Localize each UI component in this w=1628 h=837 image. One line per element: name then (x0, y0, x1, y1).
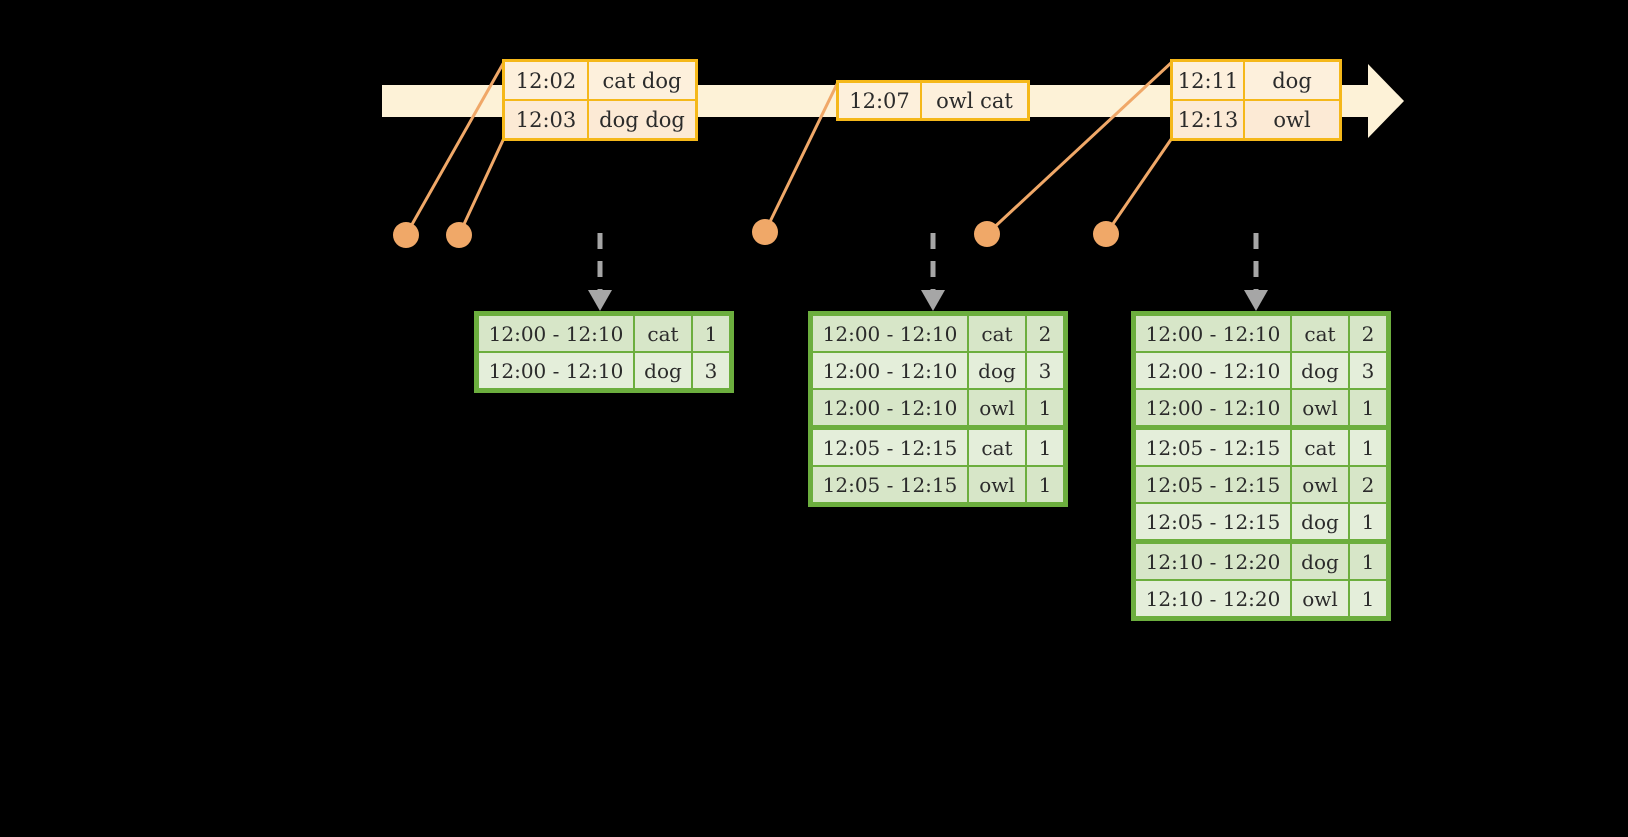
cell-key: cat (969, 430, 1025, 465)
cell-key: cat (1292, 316, 1348, 351)
event-payload: owl (1273, 107, 1311, 132)
cell-window: 12:00 - 12:10 (1136, 390, 1290, 425)
connector-dot-1 (393, 222, 419, 248)
cell-key: owl (1292, 581, 1348, 616)
window-group-separator (1135, 426, 1387, 429)
dashed-arrow-2 (921, 233, 945, 311)
cell-count: 3 (1350, 353, 1386, 388)
cell-key: dog (635, 353, 691, 388)
cell-window: 12:00 - 12:10 (479, 353, 633, 388)
event-row[interactable]: 12:13 owl (1173, 99, 1339, 138)
cell-window: 12:05 - 12:15 (1136, 504, 1290, 539)
cell-key: owl (1292, 467, 1348, 502)
cell-window: 12:00 - 12:10 (813, 353, 967, 388)
cell-count: 2 (1350, 316, 1386, 351)
cell-key: owl (969, 390, 1025, 425)
event-time: 12:03 (505, 101, 589, 138)
event-row[interactable]: 12:07 owl cat (839, 83, 1027, 118)
connector-dot-5 (1093, 221, 1119, 247)
event-time: 12:11 (1173, 62, 1245, 99)
cell-key: owl (969, 467, 1025, 502)
event-box-1[interactable]: 12:02 cat dog 12:03 dog dog (502, 59, 698, 141)
cell-key: owl (1292, 390, 1348, 425)
cell-count: 1 (1350, 581, 1386, 616)
cell-key: dog (969, 353, 1025, 388)
dashed-arrow-3 (1244, 233, 1268, 311)
cell-key: dog (1292, 353, 1348, 388)
event-time: 12:02 (505, 62, 589, 99)
window-group-separator (1135, 540, 1387, 543)
connector-dots (393, 219, 1119, 248)
event-row[interactable]: 12:02 cat dog (505, 62, 695, 99)
connector-dot-2 (446, 222, 472, 248)
event-payload: dog dog (599, 107, 685, 132)
cell-count: 3 (1027, 353, 1063, 388)
cell-count: 1 (1350, 390, 1386, 425)
cell-count: 1 (1350, 544, 1386, 579)
cell-count: 1 (1027, 390, 1063, 425)
cell-key: dog (1292, 544, 1348, 579)
cell-window: 12:05 - 12:15 (813, 467, 967, 502)
cell-window: 12:10 - 12:20 (1136, 544, 1290, 579)
cell-count: 1 (1350, 504, 1386, 539)
event-payload: dog (1272, 68, 1312, 93)
cell-window: 12:05 - 12:15 (813, 430, 967, 465)
cell-window: 12:05 - 12:15 (1136, 430, 1290, 465)
event-row[interactable]: 12:03 dog dog (505, 99, 695, 138)
cell-key: cat (1292, 430, 1348, 465)
cell-key: cat (969, 316, 1025, 351)
dashed-arrows (588, 233, 1268, 311)
cell-window: 12:05 - 12:15 (1136, 467, 1290, 502)
cell-count: 1 (1027, 430, 1063, 465)
event-time: 12:13 (1173, 101, 1245, 138)
cell-count: 1 (1350, 430, 1386, 465)
window-group-separator (812, 426, 1064, 429)
cell-window: 12:00 - 12:10 (1136, 316, 1290, 351)
cell-count: 3 (693, 353, 729, 388)
cell-count: 1 (693, 316, 729, 351)
event-time: 12:07 (839, 83, 922, 118)
event-row[interactable]: 12:11 dog (1173, 62, 1339, 99)
event-box-3[interactable]: 12:11 dog 12:13 owl (1170, 59, 1342, 141)
event-payload: owl cat (936, 88, 1013, 113)
connector-dot-3 (752, 219, 778, 245)
event-box-2[interactable]: 12:07 owl cat (836, 80, 1030, 121)
cell-count: 2 (1350, 467, 1386, 502)
connector-dot-4 (974, 221, 1000, 247)
cell-window: 12:00 - 12:10 (813, 316, 967, 351)
cell-count: 2 (1027, 316, 1063, 351)
cell-key: cat (635, 316, 691, 351)
cell-window: 12:00 - 12:10 (479, 316, 633, 351)
cell-count: 1 (1027, 467, 1063, 502)
cell-key: dog (1292, 504, 1348, 539)
cell-window: 12:00 - 12:10 (813, 390, 967, 425)
cell-window: 12:10 - 12:20 (1136, 581, 1290, 616)
cell-window: 12:00 - 12:10 (1136, 353, 1290, 388)
event-payload: cat dog (602, 68, 682, 93)
dashed-arrow-1 (588, 233, 612, 311)
